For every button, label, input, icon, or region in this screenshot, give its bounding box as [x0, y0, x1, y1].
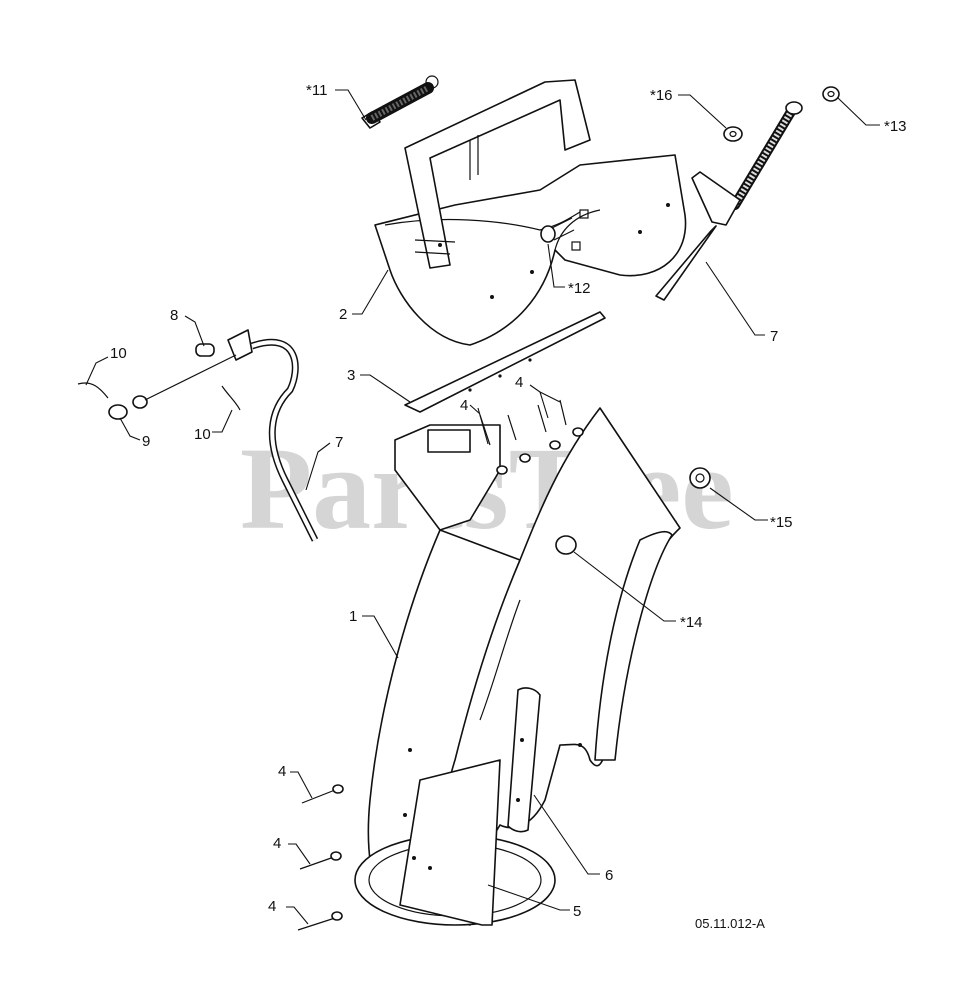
callout-4-e: 4: [268, 898, 276, 915]
part-9-bushing[interactable]: [108, 395, 148, 420]
callout-4-d: 4: [273, 835, 281, 852]
part-11-spring[interactable]: [361, 75, 439, 129]
part-3-strip[interactable]: [404, 311, 606, 413]
callout-4-b: 4: [460, 397, 468, 414]
callout-13: *13: [884, 118, 907, 135]
part-8-sleeve[interactable]: [195, 343, 215, 357]
callout-7-left: 7: [335, 434, 343, 451]
callout-2: 2: [339, 306, 347, 323]
callout-4-a: 4: [515, 374, 523, 391]
callout-7-top: 7: [770, 328, 778, 345]
callout-15: *15: [770, 514, 793, 531]
leader-lines: [85, 89, 880, 925]
callout-1: 1: [349, 608, 357, 625]
callout-12: *12: [568, 280, 591, 297]
callout-10-b: 10: [194, 426, 211, 443]
callout-11: *11: [306, 82, 327, 99]
callout-16: *16: [650, 87, 673, 104]
callout-14: *14: [680, 614, 703, 631]
callout-3: 3: [347, 367, 355, 384]
callout-4-c: 4: [278, 763, 286, 780]
part-12-bushing[interactable]: [540, 217, 575, 243]
callout-8: 8: [170, 307, 178, 324]
callout-6: 6: [605, 867, 613, 884]
part-16-washer[interactable]: [723, 126, 743, 142]
part-10-clips[interactable]: [77, 382, 241, 411]
diagram-id: 05.11.012-A: [695, 916, 765, 931]
part-13-nut[interactable]: [822, 86, 840, 102]
part-7-cable-left[interactable]: [144, 329, 319, 542]
part-15-nut[interactable]: [689, 467, 711, 489]
part-6-side-strip[interactable]: [507, 687, 541, 833]
callout-5: 5: [573, 903, 581, 920]
part-7-cable-right[interactable]: [655, 101, 803, 301]
callout-10-a: 10: [110, 345, 127, 362]
callout-9: 9: [142, 433, 150, 450]
part-4-rivets[interactable]: [297, 399, 584, 931]
part-2-deflector[interactable]: [374, 79, 687, 346]
part-5-lower-plate[interactable]: [399, 759, 501, 926]
part-14-pin[interactable]: [555, 535, 577, 555]
callout-labels: *11 *16 *13 2 *12 7 8 10 9 10 3 4 4 7 *1…: [110, 82, 907, 920]
